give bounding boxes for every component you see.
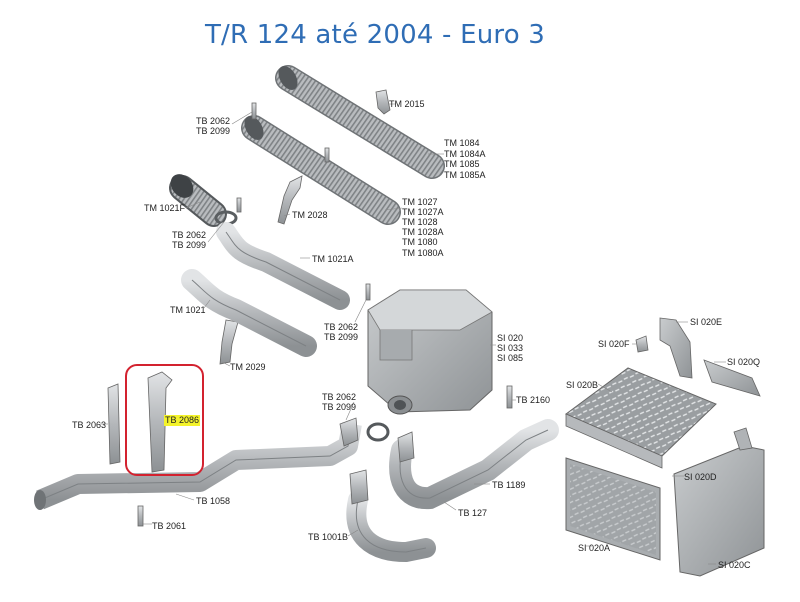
bolt-c bbox=[236, 197, 242, 213]
bracket-tb2086 bbox=[147, 371, 173, 473]
muffler bbox=[367, 289, 493, 415]
step-plate-si020b bbox=[565, 367, 717, 469]
label-tm1084a: TM 1084A bbox=[444, 149, 486, 159]
label-tm2015: TM 2015 bbox=[389, 99, 425, 109]
label-tb2160: TB 2160 bbox=[516, 395, 550, 405]
label-tb2099-a: TB 2099 bbox=[196, 126, 230, 136]
label-tm1027a: TM 1027A bbox=[402, 207, 444, 217]
label-tm1021: TM 1021 bbox=[170, 305, 206, 315]
label-si020b: SI 020B bbox=[566, 380, 598, 390]
label-tm1085a: TM 1085A bbox=[444, 170, 486, 180]
step-bracket-si020e bbox=[659, 317, 693, 379]
bolt-tb2061 bbox=[137, 505, 144, 527]
label-tb2099-b: TB 2099 bbox=[172, 240, 206, 250]
label-si020f: SI 020F bbox=[598, 339, 630, 349]
flex-pipe-upper bbox=[275, 65, 445, 179]
bracket-tb1189 bbox=[397, 431, 415, 463]
flex-pipe-lower bbox=[241, 115, 401, 225]
bolt-tb2160 bbox=[506, 385, 513, 409]
label-si020d: SI 020D bbox=[684, 472, 717, 482]
label-tm1027: TM 1027 bbox=[402, 197, 438, 207]
label-si020: SI 020 bbox=[497, 333, 523, 343]
label-tm1080: TM 1080 bbox=[402, 237, 438, 247]
bracket-tb2062-lower bbox=[339, 417, 359, 447]
label-tm2028: TM 2028 bbox=[292, 210, 328, 220]
bolt-b bbox=[324, 147, 330, 163]
highlight-box bbox=[125, 364, 204, 476]
pipe-tm1021a bbox=[216, 222, 350, 310]
page-title: T/R 124 até 2004 - Euro 3 bbox=[204, 20, 546, 50]
label-tb2063: TB 2063 bbox=[72, 420, 106, 430]
label-tb2062-c: TB 2062 bbox=[324, 322, 358, 332]
label-tb1001b: TB 1001B bbox=[308, 532, 348, 542]
clip-si020f bbox=[635, 335, 649, 353]
label-tm1028: TM 1028 bbox=[402, 217, 438, 227]
clamp-tb2099 bbox=[366, 422, 390, 442]
label-tm1080a: TM 1080A bbox=[402, 248, 444, 258]
label-si033: SI 033 bbox=[497, 343, 523, 353]
label-tb2099-c: TB 2099 bbox=[324, 332, 358, 342]
label-tb2099-d: TB 2099 bbox=[322, 402, 356, 412]
side-cover-si020c bbox=[673, 427, 765, 577]
step-box-si020a bbox=[565, 457, 661, 561]
label-si020c: SI 020C bbox=[718, 560, 751, 570]
label-tm1084: TM 1084 bbox=[444, 138, 480, 148]
bracket-tm2029 bbox=[219, 319, 239, 365]
label-tm1085: TM 1085 bbox=[444, 159, 480, 169]
label-tb2062-b: TB 2062 bbox=[172, 230, 206, 240]
label-tm2029: TM 2029 bbox=[230, 362, 266, 372]
label-tm1021a: TM 1021A bbox=[312, 254, 354, 264]
label-tb2062-a: TB 2062 bbox=[196, 116, 230, 126]
label-tb2061: TB 2061 bbox=[152, 521, 186, 531]
label-tb1058: TB 1058 bbox=[196, 496, 230, 506]
bracket-tm2028 bbox=[277, 175, 303, 225]
step-bracket-si020q bbox=[703, 359, 761, 397]
label-si020e: SI 020E bbox=[690, 317, 722, 327]
bracket-tb1001b bbox=[349, 469, 369, 505]
bracket-tb2063 bbox=[107, 383, 121, 465]
label-tm1028a: TM 1028A bbox=[402, 227, 444, 237]
bracket-tm2015 bbox=[375, 89, 391, 115]
label-tb1189: TB 1189 bbox=[492, 480, 525, 490]
label-si020a: SI 020A bbox=[578, 543, 610, 553]
bolt-d bbox=[365, 283, 371, 301]
bolt-a bbox=[251, 102, 257, 120]
label-tb127: TB 127 bbox=[458, 508, 487, 518]
sleeve-tm1021f bbox=[169, 174, 227, 227]
pipe-tm1021 bbox=[181, 269, 317, 357]
label-tb2062-d: TB 2062 bbox=[322, 392, 356, 402]
label-si085: SI 085 bbox=[497, 353, 523, 363]
label-tb2086-highlighted: TB 2086 bbox=[164, 415, 201, 426]
label-si020q: SI 020Q bbox=[727, 357, 760, 367]
label-tm1021f: TM 1021F bbox=[144, 203, 186, 213]
